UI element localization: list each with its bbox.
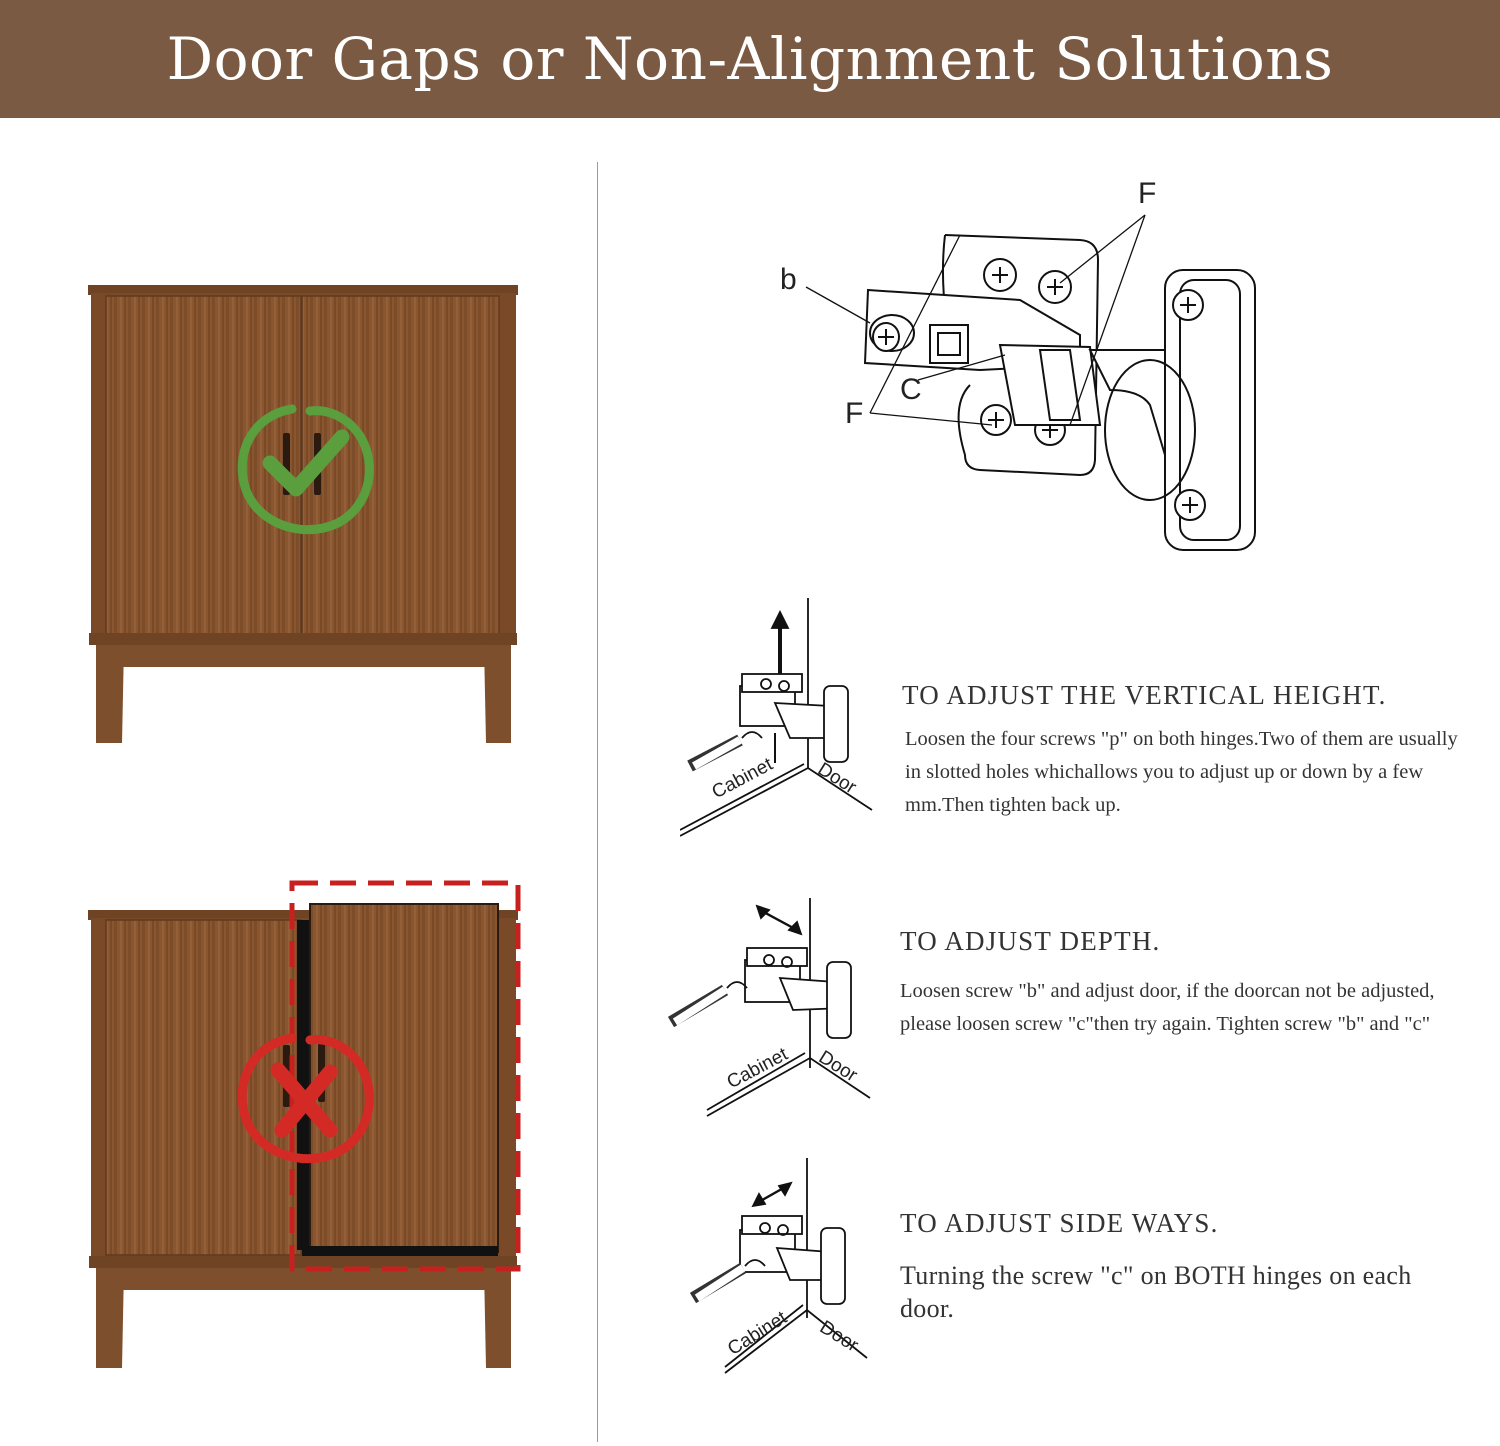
step-heading: TO ADJUST DEPTH. (900, 926, 1161, 956)
cabinet-misaligned (86, 880, 526, 1375)
step-heading: TO ADJUST SIDE WAYS. (900, 1208, 1219, 1238)
step-sideways: TO ADJUST SIDE WAYS. Turning the screw "… (900, 1208, 1460, 1325)
label-c: C (900, 373, 922, 406)
x-circle-icon (237, 1033, 374, 1164)
cabinet-correct (86, 283, 521, 748)
step-figure-vertical: Cabinet Door (679, 598, 880, 847)
step-body: Turning the screw "c" on BOTH hinges on … (900, 1261, 1412, 1323)
step-heading: TO ADJUST THE VERTICAL HEIGHT. (902, 680, 1387, 710)
page-title: Door Gaps or Non-Alignment Solutions (166, 25, 1334, 93)
label-b: b (780, 263, 797, 296)
step-body: Loosen the four screws "p" on both hinge… (905, 728, 1458, 816)
step-vertical: TO ADJUST THE VERTICAL HEIGHT. Loosen th… (902, 680, 1462, 822)
step-figure-depth: Cabinet Door (665, 898, 875, 1127)
check-circle-icon (237, 404, 374, 535)
vertical-divider (597, 162, 598, 1442)
label-f-bottom: F (845, 397, 864, 430)
label-f-top: F (1138, 177, 1157, 210)
step-depth: TO ADJUST DEPTH. Loosen screw "b" and ad… (900, 926, 1460, 1041)
hinge-diagram: b C F F (770, 175, 1270, 569)
title-banner: Door Gaps or Non-Alignment Solutions (0, 0, 1500, 118)
step-figure-sideways: Cabinet Door (685, 1158, 875, 1382)
step-body: Loosen screw "b" and adjust door, if the… (900, 980, 1435, 1035)
